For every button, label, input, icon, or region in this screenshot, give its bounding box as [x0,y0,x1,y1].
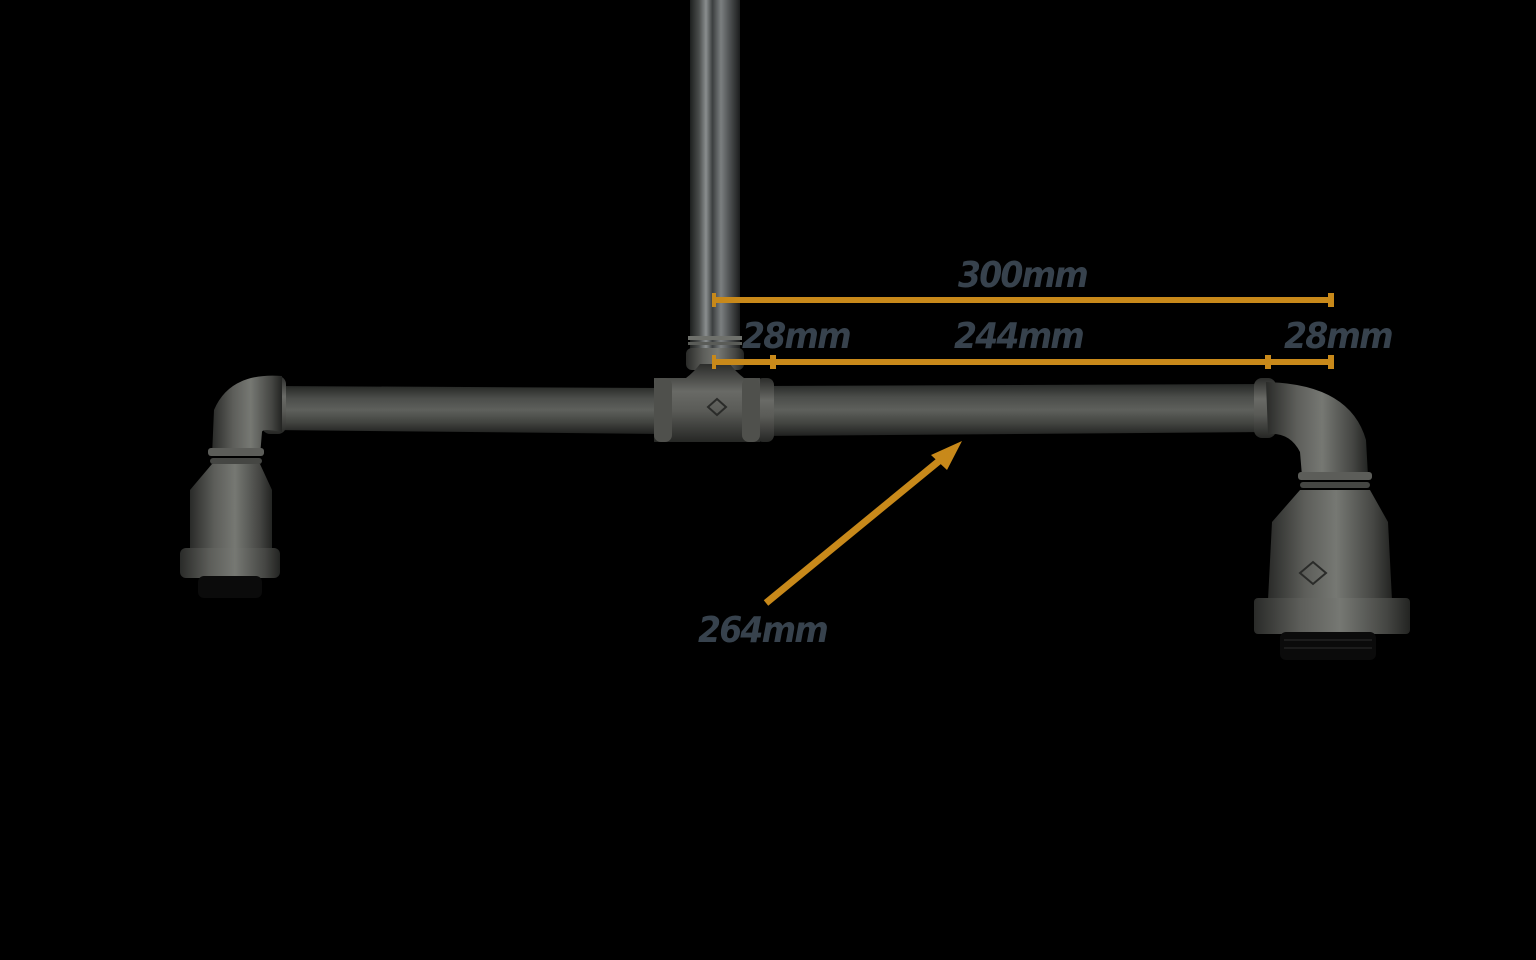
callout-arrow [763,441,962,606]
dimension-line-overall [712,293,1334,307]
left-reducer-socket [180,464,280,598]
label-pipe-length-264mm: 264mm [698,610,829,651]
right-reducer-socket [1254,490,1410,660]
maker-logo-icon [1298,560,1328,586]
maker-logo-icon [706,397,728,417]
right-elbow [1266,382,1372,488]
label-left-fitting-28mm: 28mm [742,316,852,357]
label-right-fitting-28mm: 28mm [1284,316,1394,357]
left-horizontal-pipe [262,376,662,434]
label-pipe-section-244mm: 244mm [954,316,1085,357]
dimension-line-sections [712,355,1334,369]
right-horizontal-pipe [756,378,1276,442]
label-overall-300mm: 300mm [958,255,1089,296]
left-elbow [208,375,282,464]
arrowhead-icon [931,441,962,470]
